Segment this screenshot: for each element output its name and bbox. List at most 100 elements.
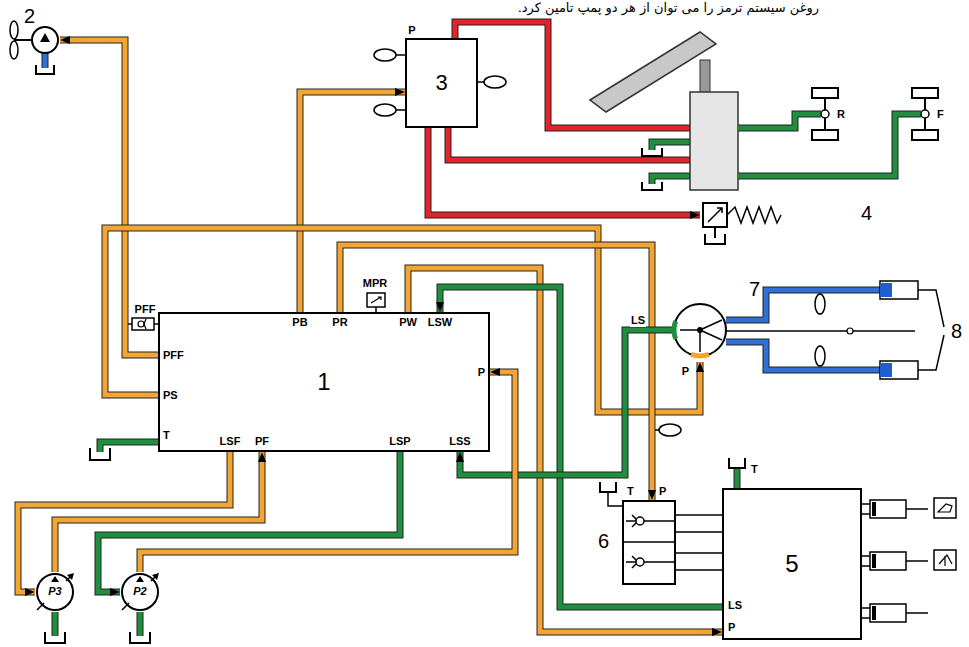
- drawing-part: [690, 92, 738, 190]
- drawing-part: [735, 468, 740, 488]
- priority-valve-block: 1: [158, 312, 490, 452]
- node-number: 5: [785, 550, 798, 578]
- drawing-part: [934, 550, 956, 570]
- drawing-part: [652, 176, 690, 184]
- box1-fittings: [90, 293, 385, 460]
- hydraulic-line: [60, 40, 158, 355]
- callout-number: 8: [950, 320, 963, 343]
- drawing-part: [14, 39, 32, 41]
- drawing-part: [90, 448, 110, 460]
- drawing-part: [10, 21, 18, 39]
- drawing-part: [912, 130, 938, 140]
- drawing-part: [880, 363, 892, 377]
- fan-motor: 2: [24, 6, 60, 56]
- outline-part: [680, 320, 722, 352]
- port-label: P: [407, 23, 416, 37]
- box6-internals: [600, 482, 674, 568]
- pipe: [105, 228, 700, 412]
- port-label: PB: [291, 315, 308, 329]
- pipe: [676, 570, 722, 571]
- drawing-part: [815, 294, 825, 314]
- hydraulic-line: [428, 128, 700, 215]
- drawing-part: [652, 142, 690, 150]
- drawing-part: [939, 555, 952, 566]
- outline-part: [691, 354, 709, 356]
- drawing-part: [726, 330, 915, 332]
- drawing-part: [367, 293, 385, 307]
- drawing-part: [137, 612, 144, 636]
- drawing-part: [812, 88, 838, 98]
- node-number: P3: [35, 585, 75, 598]
- drawing-part: [642, 148, 662, 156]
- drawing-part: [734, 468, 741, 488]
- port-label: PF: [254, 434, 270, 448]
- drawing-part: [642, 182, 662, 190]
- pipe: [460, 330, 674, 475]
- drawing-part: [727, 207, 781, 223]
- pipe-outline: [460, 330, 674, 475]
- outline-part: [67, 573, 74, 580]
- main-control-valve: 5: [722, 488, 862, 640]
- pilot-valve: 6: [622, 500, 676, 585]
- drawing-part: [700, 60, 710, 94]
- node-number: 2: [24, 5, 35, 28]
- hydraulic-line: [140, 372, 515, 572]
- drawing-part: [921, 110, 929, 118]
- port-label: LSS: [448, 434, 471, 448]
- brake-pedal-drawing: [448, 22, 921, 190]
- pipe: [408, 268, 722, 632]
- outline-part: [697, 327, 703, 333]
- hydraulic-line: [105, 228, 700, 412]
- outline-part: [674, 321, 676, 339]
- port-label: P: [477, 365, 486, 379]
- port-label: PW: [398, 315, 418, 329]
- port-label: T: [750, 462, 759, 476]
- drawing-part: [705, 234, 725, 244]
- drawing-part: [371, 297, 381, 303]
- port-label: PFF: [162, 348, 185, 362]
- brake-valve-block: 3: [405, 38, 478, 128]
- drawing-part: [934, 498, 956, 518]
- drawing-part: [880, 361, 918, 379]
- port-label: LSW: [427, 315, 453, 329]
- drawing-part: [738, 114, 821, 128]
- node-number: 3: [435, 70, 447, 95]
- pipe-outline: [105, 228, 700, 412]
- pipe: [60, 40, 158, 355]
- drawing-part: [52, 612, 59, 636]
- valve-4-symbol: [703, 203, 781, 244]
- drawing-part: [870, 500, 906, 518]
- drawing-part: [726, 342, 880, 370]
- port-label: PFF: [134, 302, 157, 316]
- variable-pump: P3: [35, 572, 75, 612]
- node-number: 1: [317, 368, 330, 396]
- drawing-part: [53, 612, 58, 636]
- steering-valve: 7: [674, 278, 760, 362]
- node-number: 6: [598, 530, 609, 553]
- brake-label: R: [836, 107, 846, 121]
- drawing-part: [636, 517, 644, 525]
- pipe: [676, 553, 722, 554]
- drawing-part: [872, 606, 876, 620]
- pipe: [140, 372, 515, 572]
- brake-valve: 4: [700, 200, 872, 230]
- node-number: 7: [749, 278, 760, 301]
- port-label: LS: [727, 598, 743, 612]
- node-number: 4: [861, 202, 872, 225]
- drawing-part: [600, 482, 616, 492]
- hydraulic-line: [676, 531, 722, 533]
- drawing-part: [821, 110, 829, 118]
- drawing-part: [42, 53, 49, 68]
- drawing-part: [870, 604, 906, 622]
- drawing-part: [659, 424, 681, 436]
- outline-part: [32, 27, 58, 53]
- drawing-part: [374, 49, 396, 61]
- drawing-part: [738, 114, 921, 176]
- drawing-part: [45, 632, 65, 643]
- port-label: T: [162, 428, 171, 442]
- pipe-outline: [428, 128, 700, 215]
- drawing-part: [626, 556, 674, 568]
- drawing-part: [880, 283, 892, 297]
